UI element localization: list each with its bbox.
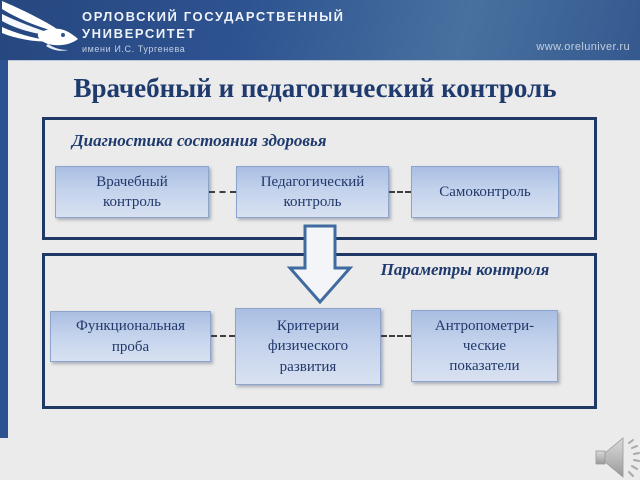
university-name: ОРЛОВСКИЙ ГОСУДАРСТВЕННЫЙ УНИВЕРСИТЕТ им… [82,8,345,54]
section-parameters-heading: Параметры контроля [380,260,550,279]
box-label: Антропометри- ческие показатели [434,317,535,375]
speaker-audio-icon[interactable] [593,435,640,480]
dashed-connector [211,335,235,337]
university-bird-logo-icon [2,1,78,51]
university-name-line2: УНИВЕРСИТЕТ [82,26,197,41]
box-medical-control: Врачебный контроль [55,166,209,218]
left-accent-bar [0,60,8,438]
box-label: Педагогический контроль [260,173,365,210]
box-physical-development-criteria: Критерии физического развития [235,308,381,385]
dashed-connector [209,191,236,193]
section-diagnostics-heading: Диагностика состояния здоровья [72,131,327,150]
box-pedagogical-control: Педагогический контроль [236,166,389,218]
box-label: Функциональная проба [76,318,185,355]
university-name-line3: имени И.С. Тургенева [82,44,186,54]
slide-title: Врачебный и педагогический контроль [73,73,557,103]
university-header: ОРЛОВСКИЙ ГОСУДАРСТВЕННЫЙ УНИВЕРСИТЕТ им… [0,0,640,61]
down-block-arrow-icon [286,224,354,305]
box-self-control: Самоконтроль [411,166,559,218]
box-label: Врачебный контроль [96,173,168,210]
dashed-connector [389,191,411,193]
university-name-line1: ОРЛОВСКИЙ ГОСУДАРСТВЕННЫЙ [82,9,345,24]
dashed-connector [381,335,411,337]
box-label: Критерии физического развития [267,318,349,375]
box-functional-test: Функциональная проба [50,311,211,362]
box-anthropometric-indicators: Антропометри- ческие показатели [411,310,558,382]
box-label: Самоконтроль [439,183,531,200]
university-website: www.oreluniver.ru [536,41,630,53]
